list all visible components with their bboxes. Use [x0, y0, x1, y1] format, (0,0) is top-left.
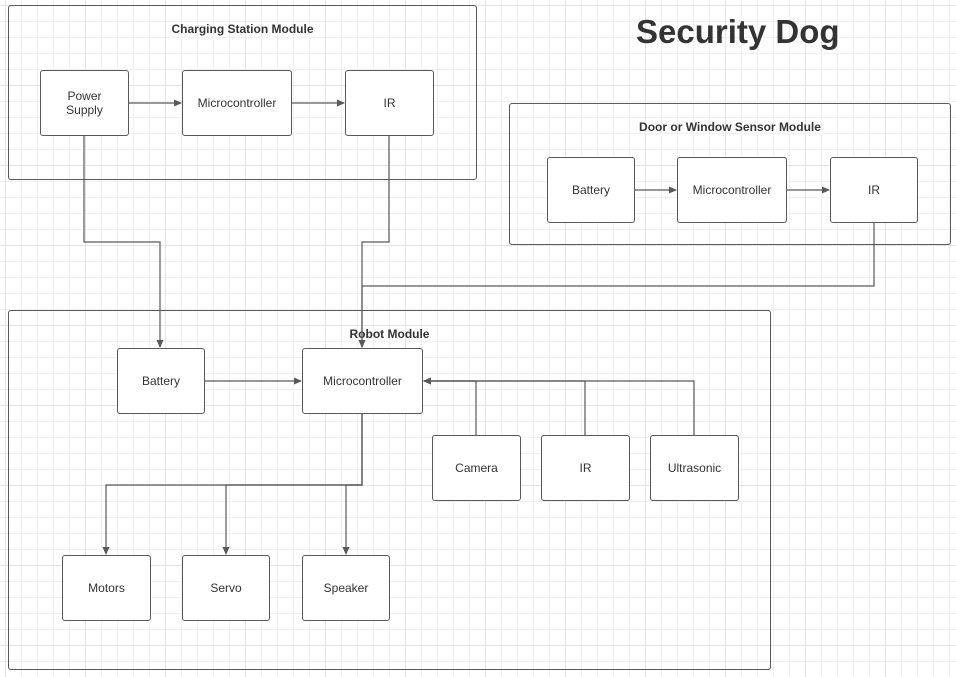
door-battery-block: Battery — [547, 157, 635, 223]
wire-robot-mcu-to-motors — [102, 414, 363, 555]
robot-servo-block: Servo — [182, 555, 270, 621]
robot-module: Robot Module — [8, 310, 771, 670]
door-ir-block: IR — [830, 157, 918, 223]
robot-ir-block: IR — [541, 435, 630, 501]
door-window-sensor-module: Door or Window Sensor Module — [509, 103, 951, 245]
wire-robot-mcu-to-servo — [222, 414, 363, 555]
wire-door-ir-to-robot-mcu — [358, 223, 875, 348]
door-window-sensor-module-title: Door or Window Sensor Module — [639, 120, 821, 134]
charging-power-supply-block: Power Supply — [40, 70, 129, 136]
robot-camera-block: Camera — [432, 435, 521, 501]
robot-speaker-block: Speaker — [302, 555, 390, 621]
wire-ultrasonic-to-robot-mcu — [423, 377, 695, 435]
wire-power-supply-to-robot-battery — [83, 136, 164, 348]
robot-battery-block: Battery — [117, 348, 205, 414]
robot-ultrasonic-block: Ultrasonic — [650, 435, 739, 501]
robot-module-title: Robot Module — [349, 327, 430, 341]
charging-station-module-title: Charging Station Module — [171, 22, 314, 36]
wire-robot-ir-to-robot-mcu — [423, 377, 586, 435]
diagram-title: Security Dog — [636, 13, 840, 50]
wire-camera-to-robot-mcu — [423, 377, 477, 435]
wire-robot-mcu-to-speaker — [342, 414, 363, 555]
charging-microcontroller-block: Microcontroller — [182, 70, 292, 136]
robot-motors-block: Motors — [62, 555, 151, 621]
door-microcontroller-block: Microcontroller — [677, 157, 787, 223]
wire-charging-ir-to-robot-mcu — [358, 136, 390, 348]
charging-station-module: Charging Station Module — [8, 5, 477, 180]
charging-ir-block: IR — [345, 70, 434, 136]
robot-microcontroller-block: Microcontroller — [302, 348, 423, 414]
